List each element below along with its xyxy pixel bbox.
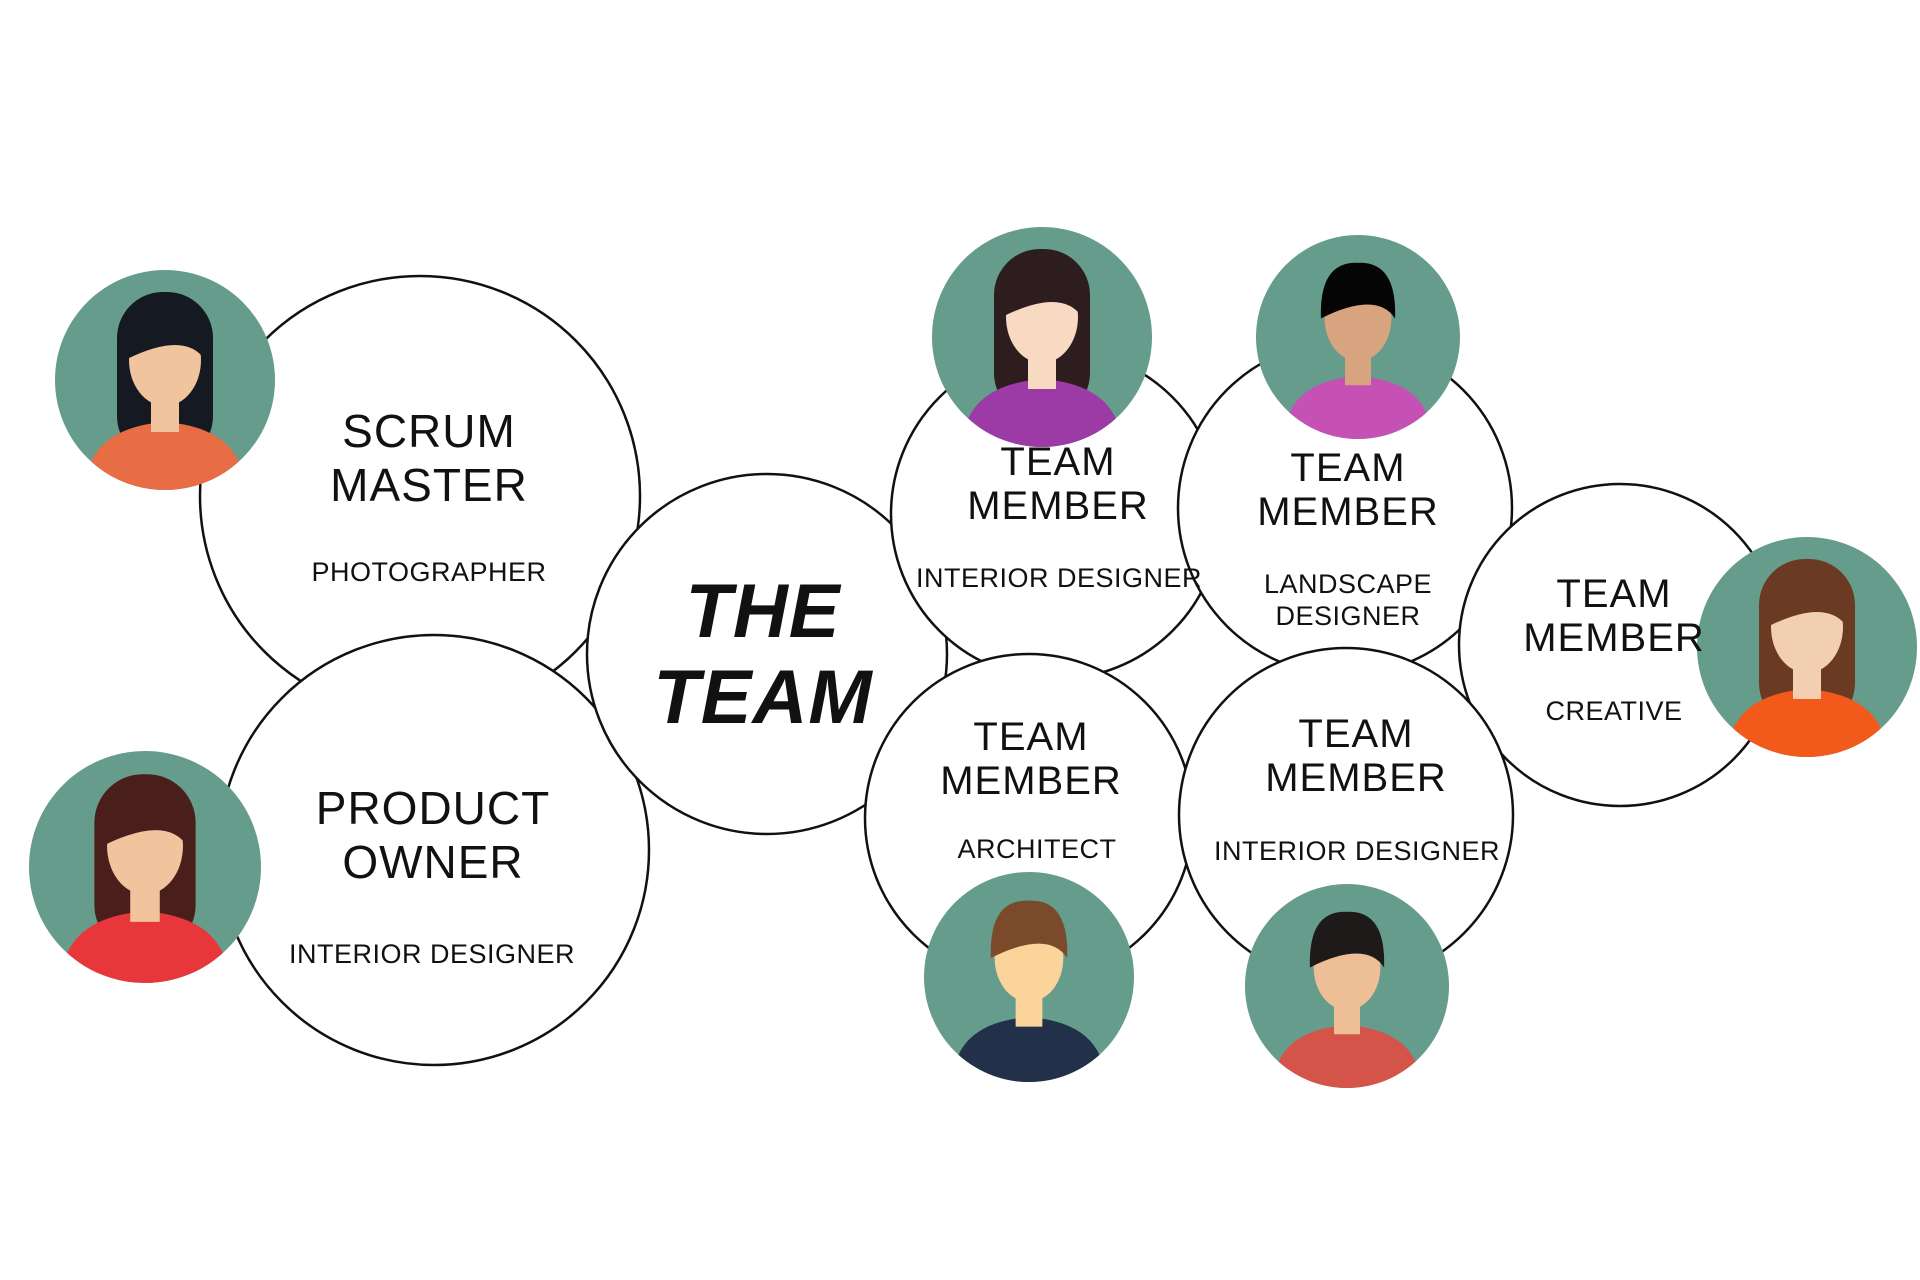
team-member-2-avatar bbox=[1256, 235, 1460, 439]
shirt-icon bbox=[1283, 375, 1433, 439]
team-member-2-subtitle: LANDSCAPE DESIGNER bbox=[1263, 569, 1433, 631]
scrum-master-title: SCRUM MASTER bbox=[330, 405, 528, 511]
team-member-4-avatar bbox=[924, 872, 1134, 1082]
scrum-master-avatar bbox=[55, 270, 275, 490]
team-member-4-title: TEAM MEMBER bbox=[940, 715, 1122, 803]
hair-top-icon bbox=[1309, 911, 1385, 968]
team-member-5-avatar bbox=[1245, 884, 1449, 1088]
scrum-master-subtitle: PHOTOGRAPHER bbox=[311, 557, 547, 587]
team-member-4-subtitle: ARCHITECT bbox=[957, 834, 1117, 864]
team-member-1-avatar bbox=[932, 227, 1152, 447]
hair-top-icon bbox=[1320, 262, 1396, 319]
the-team-label: THE TEAM bbox=[653, 569, 873, 740]
hair-top-icon bbox=[1001, 256, 1083, 317]
product-owner-subtitle: INTERIOR DESIGNER bbox=[288, 939, 576, 969]
shirt-icon bbox=[60, 911, 230, 983]
team-member-1-title: TEAM MEMBER bbox=[967, 440, 1149, 528]
shirt-icon bbox=[952, 1017, 1106, 1082]
the-team-circle bbox=[585, 472, 949, 836]
hair-top-icon bbox=[102, 782, 188, 846]
team-member-1-subtitle: INTERIOR DESIGNER bbox=[915, 563, 1203, 593]
product-owner-title: PRODUCT OWNER bbox=[315, 782, 551, 888]
team-member-5-subtitle: INTERIOR DESIGNER bbox=[1213, 836, 1501, 866]
shirt-icon bbox=[1272, 1024, 1422, 1088]
team-member-3-subtitle: CREATIVE bbox=[1545, 696, 1683, 726]
product-owner-avatar bbox=[29, 751, 261, 983]
team-member-5-title: TEAM MEMBER bbox=[1265, 712, 1447, 800]
team-member-2-title: TEAM MEMBER bbox=[1257, 446, 1439, 534]
team-member-3-title: TEAM MEMBER bbox=[1523, 572, 1705, 660]
hair-top-icon bbox=[990, 900, 1068, 958]
shirt-icon bbox=[1727, 689, 1887, 757]
shirt-icon bbox=[962, 379, 1122, 447]
shirt-icon bbox=[85, 422, 245, 490]
team-member-3-avatar bbox=[1697, 537, 1917, 757]
hair-top-icon bbox=[124, 299, 206, 360]
hair-top-icon bbox=[1766, 566, 1848, 627]
